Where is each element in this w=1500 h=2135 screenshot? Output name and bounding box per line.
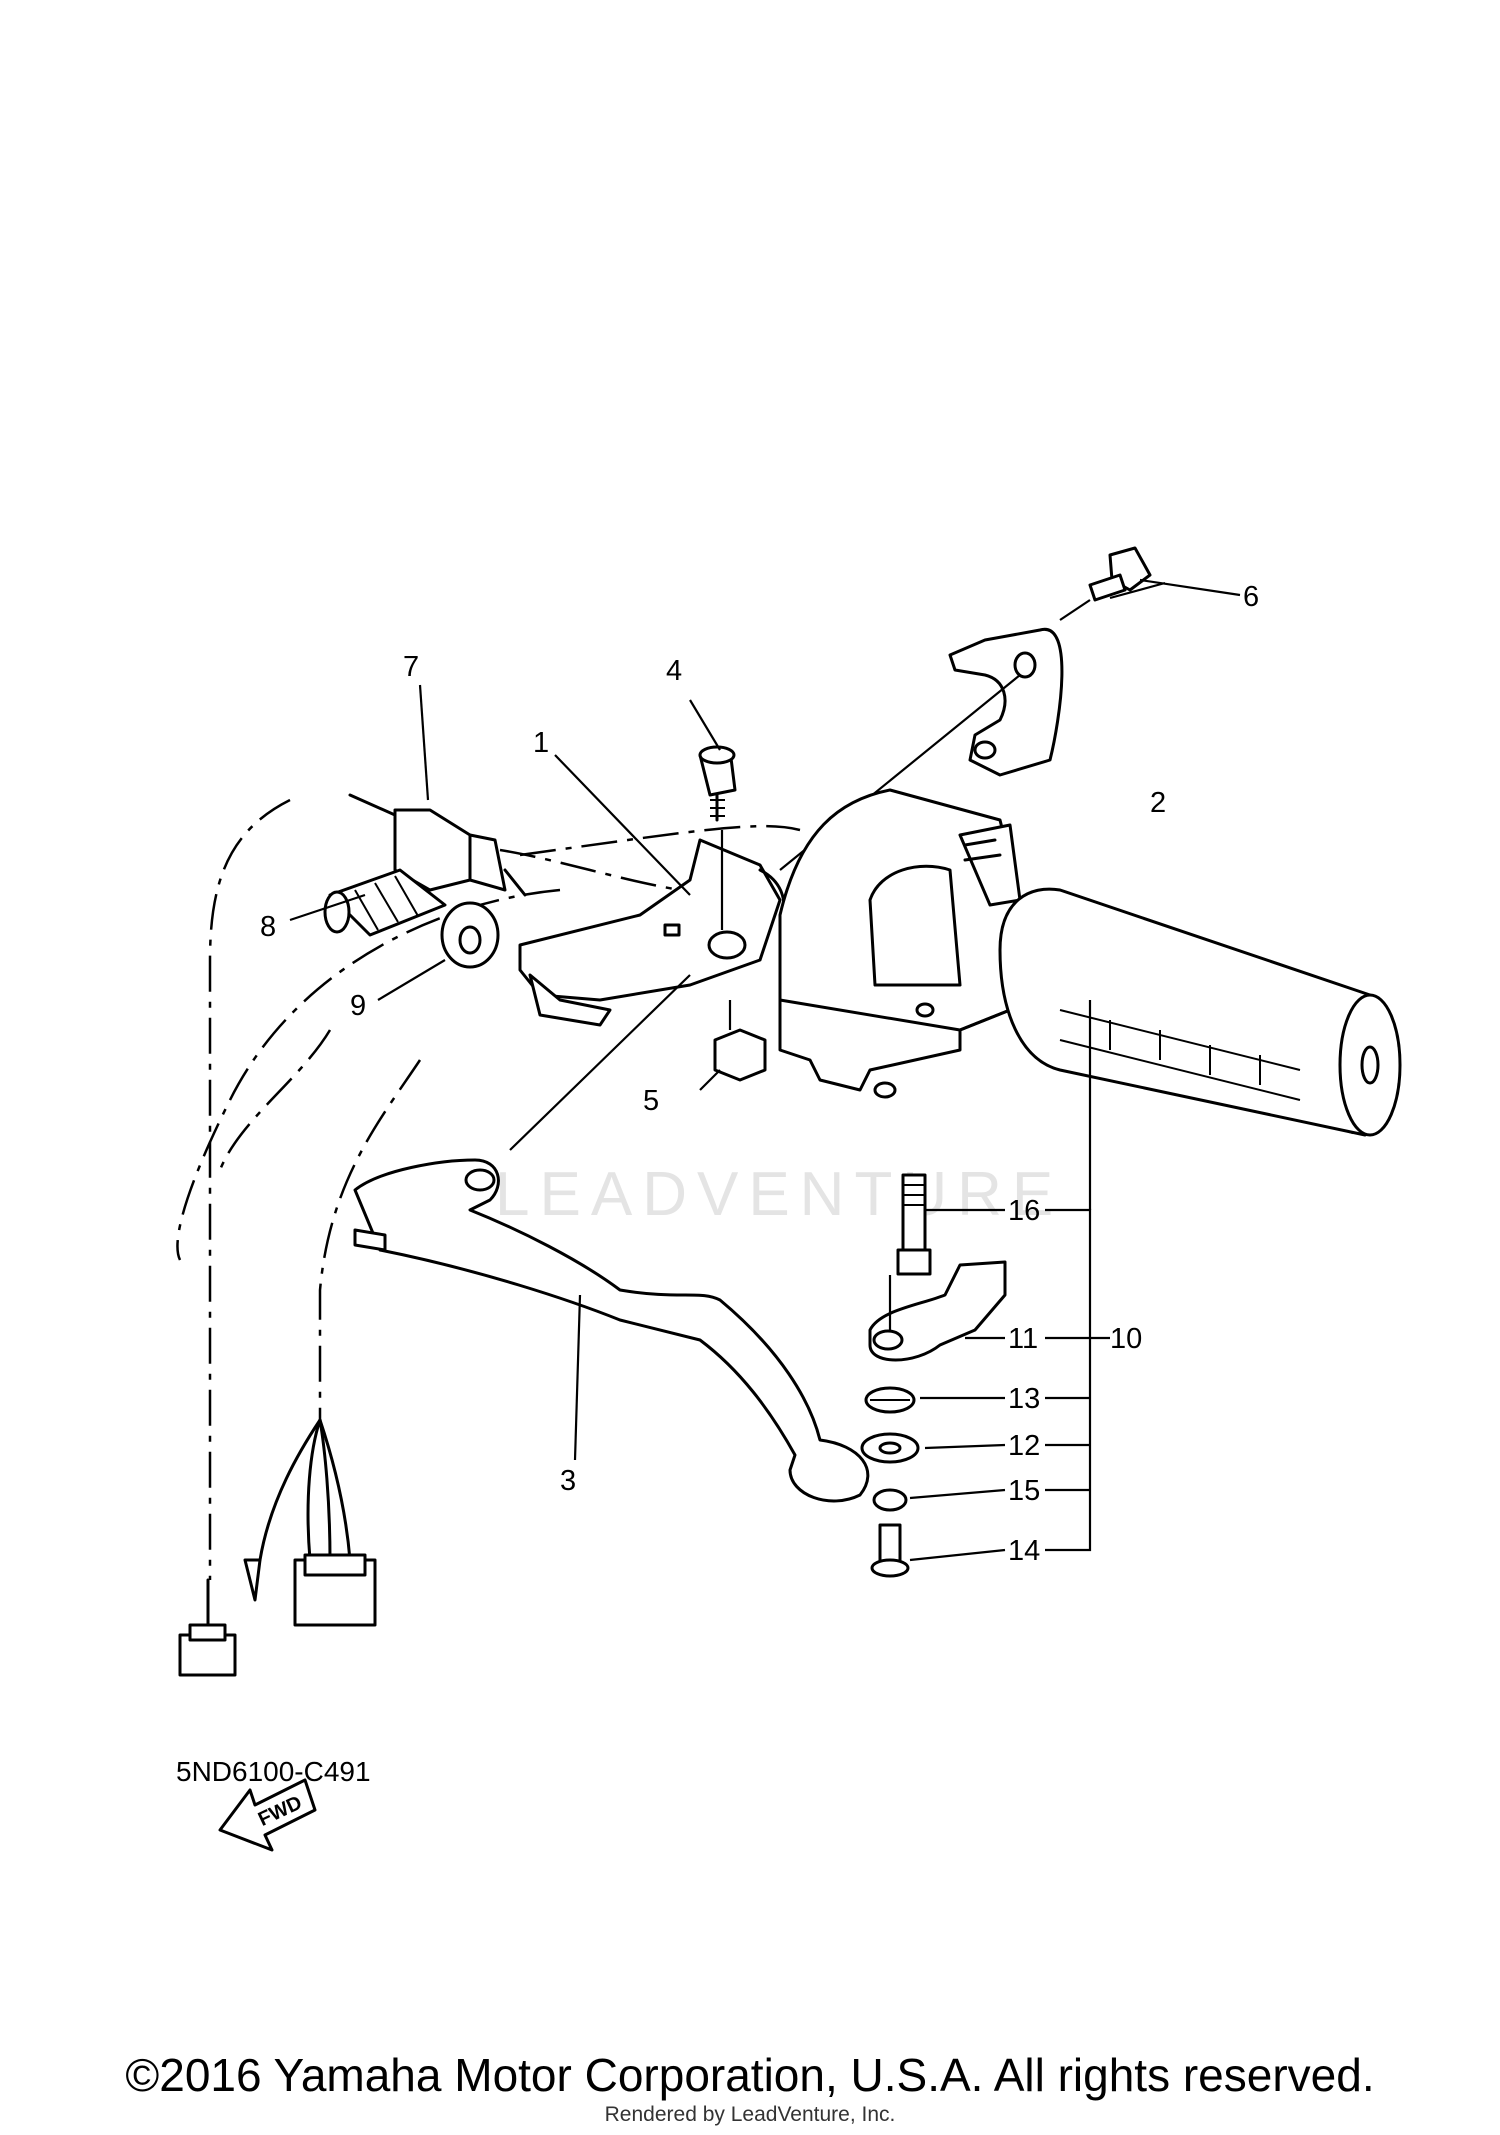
part-13-spring-washer: [864, 1386, 916, 1414]
callout-6: 6: [1243, 581, 1259, 613]
fwd-arrow-icon: FWD: [218, 1778, 317, 1852]
switch-housing: [778, 788, 1022, 1099]
copyright-notice: ©2016 Yamaha Motor Corporation, U.S.A. A…: [125, 2049, 1375, 2101]
handlebar-grip: [998, 887, 1402, 1137]
part-3-lever: [353, 1158, 870, 1503]
part-6-screw: [1059, 546, 1152, 621]
rendered-by: Rendered by LeadVenture, Inc.: [604, 2103, 896, 2126]
part-1-lever-holder: [518, 838, 786, 1027]
callout-9: 9: [350, 990, 366, 1022]
part-11-knob-lever: [868, 1260, 1007, 1362]
part-5-nut: [713, 1000, 767, 1082]
callout-1: 1: [533, 727, 549, 759]
part-12-washer: [860, 1432, 920, 1464]
callout-15: 15: [1008, 1475, 1040, 1507]
callout-10: 10: [1110, 1323, 1142, 1355]
callout-8: 8: [260, 911, 276, 943]
callout-12: 12: [1008, 1430, 1040, 1462]
part-16-bolt: [896, 1173, 932, 1276]
part-15-washer: [872, 1488, 908, 1512]
watermark-text: LEADVENTURE: [495, 1160, 1063, 1229]
part-2-clamp: [779, 627, 1064, 871]
callout-11: 11: [1008, 1323, 1038, 1355]
callout-3: 3: [560, 1465, 576, 1497]
part-8-adjuster-bolt: [323, 868, 447, 937]
leader-lines: [289, 578, 1241, 1562]
part-14-screw: [870, 1523, 910, 1578]
callout-16: 16: [1008, 1195, 1040, 1227]
part-9-lock-nut: [440, 901, 500, 969]
callout-14: 14: [1008, 1535, 1040, 1567]
part-4-pivot-bolt: [698, 745, 737, 930]
wire-connectors: [178, 1418, 377, 1677]
callout-5: 5: [643, 1085, 659, 1117]
callout-7: 7: [403, 651, 419, 683]
callout-13: 13: [1008, 1383, 1040, 1415]
part-7-cable-adjuster: [348, 793, 527, 897]
callout-2: 2: [1150, 787, 1166, 819]
callout-4: 4: [666, 655, 682, 687]
drawing-code: 5ND6100-C491: [176, 1756, 371, 1787]
